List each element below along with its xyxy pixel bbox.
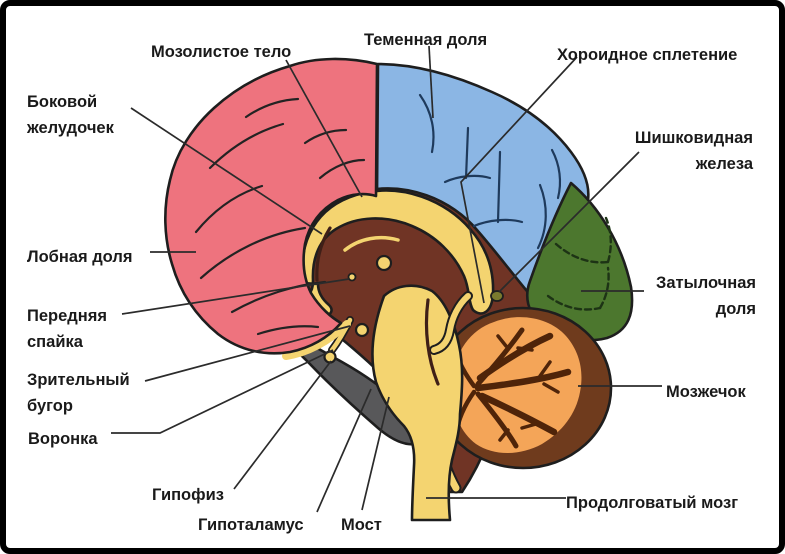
label-pons: Мост	[341, 516, 382, 534]
interthalamic-adhesion-shape	[375, 254, 393, 272]
label-infundibulum: Воронка	[28, 430, 98, 448]
label-pituitary: Гипофиз	[152, 486, 224, 504]
leader-pineal-gland	[498, 151, 640, 293]
lateral-ventricle-shape	[315, 226, 332, 282]
label-choroid-plexus: Хороидное сплетение	[557, 46, 738, 64]
label-anterior-commissure: Передняя спайка	[27, 307, 107, 351]
label-cerebellum: Мозжечок	[666, 383, 746, 401]
label-frontal-lobe: Лобная доля	[27, 248, 133, 266]
leader-anterior-commissure	[121, 278, 350, 315]
leader-hypothalamus	[316, 388, 372, 513]
anterior-commissure-shape	[347, 272, 357, 282]
leader-pons	[361, 396, 390, 511]
label-corpus-callosum: Мозолистое тело	[151, 43, 292, 61]
brain-illustration	[111, 45, 662, 522]
leader-lateral-ventricle	[130, 107, 323, 235]
pineal-gland-shape	[490, 290, 504, 302]
fornix-shape-fill	[431, 293, 471, 353]
stria-medullaris-shape	[343, 236, 400, 252]
leader-corpus-callosum	[285, 59, 363, 198]
label-occipital-lobe: Затылочная доля	[656, 274, 756, 318]
cerebral-aqueduct-shape	[424, 298, 440, 386]
leader-infundibulum	[111, 349, 334, 434]
label-hypothalamus: Гипоталамус	[198, 516, 304, 534]
leader-lines	[111, 45, 662, 513]
cerebellum-branches	[451, 327, 572, 449]
mammillary-body-shape	[354, 322, 370, 338]
label-thalamus: Зрительный бугор	[27, 371, 130, 415]
sulci-frontal	[194, 97, 366, 336]
label-parietal-lobe: Теменная доля	[364, 31, 488, 49]
label-pineal-gland: Шишковидная железа	[634, 129, 753, 173]
ventricle-detail-lines	[315, 226, 440, 386]
leader-thalamus	[144, 325, 351, 382]
leader-choroid-plexus	[460, 56, 578, 304]
sulci-occipital	[546, 216, 612, 311]
leader-pituitary	[233, 360, 332, 490]
leader-parietal-lobe	[428, 45, 434, 119]
label-lateral-ventricle: Боковой желудочек	[27, 93, 114, 137]
label-medulla: Продолговатый мозг	[566, 494, 739, 512]
sulci-parietal	[418, 93, 562, 250]
